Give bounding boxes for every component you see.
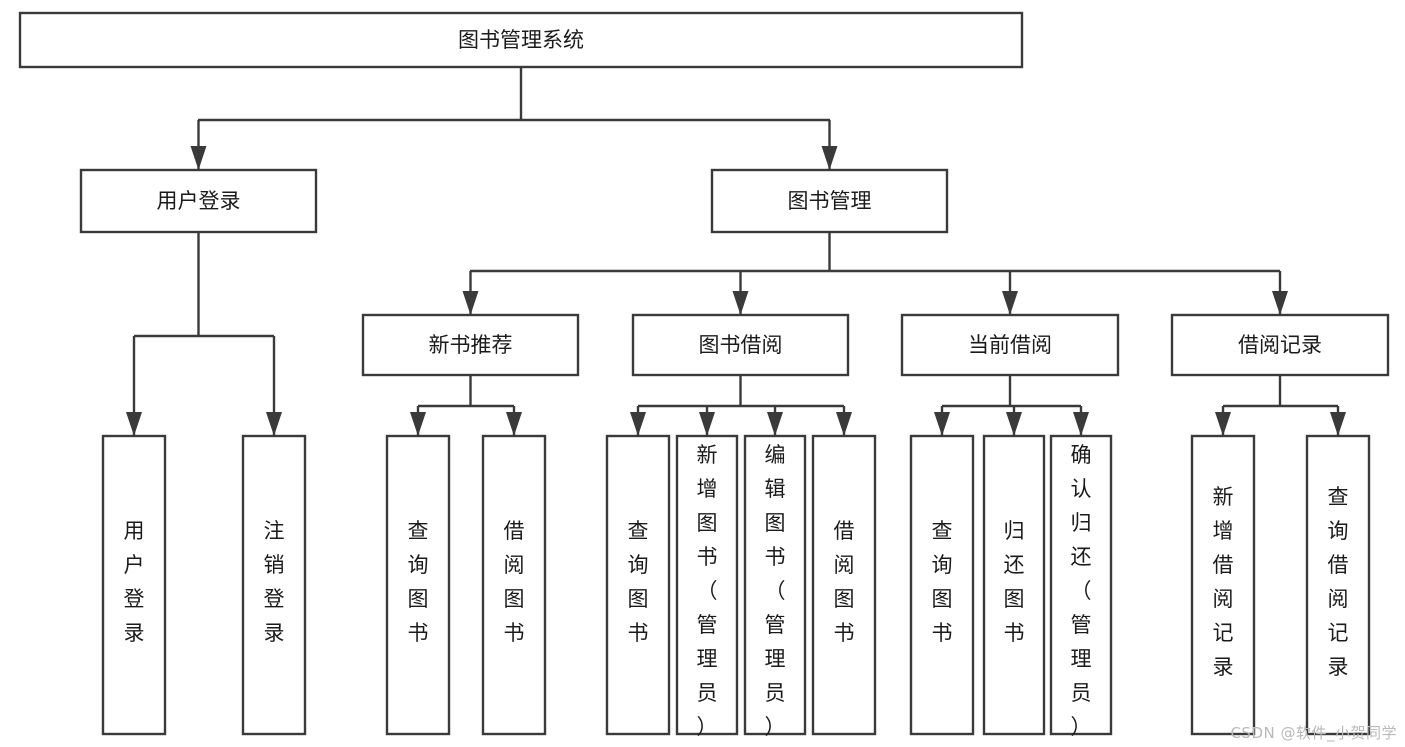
arrow-l1_b-l2_d [1272, 291, 1288, 315]
arrow-l2_a-leaf_3 [410, 412, 426, 436]
node-l1_a[interactable]: 用户登录 [79, 168, 318, 234]
arrow-l1_a-leaf_2 [266, 412, 282, 436]
arrow-l2_d-leaf_13 [1330, 412, 1346, 436]
arrow-l1_b-l2_b [732, 291, 749, 315]
node-box-leaf_7 [743, 434, 807, 736]
node-l2_c[interactable]: 当前借阅 [900, 313, 1120, 377]
node-leaf_8[interactable]: 借阅图书 [811, 434, 877, 736]
node-box-leaf_9 [909, 434, 975, 736]
node-leaf_13[interactable]: 查询借阅记录 [1305, 434, 1371, 736]
arrow-l2_b-leaf_7 [767, 412, 783, 436]
node-box-leaf_6 [675, 434, 739, 736]
node-leaf_6[interactable]: 新增图书（管理员） [675, 434, 739, 739]
node-root[interactable]: 图书管理系统 [18, 11, 1024, 69]
node-leaf_7[interactable]: 编辑图书（管理员） [743, 434, 807, 739]
node-box-leaf_10 [982, 434, 1046, 736]
node-leaf_4[interactable]: 借阅图书 [481, 434, 547, 736]
node-label-leaf_10: 归还图书 [1004, 519, 1025, 645]
node-box-l2_c [900, 313, 1120, 377]
arrow-l2_b-leaf_8 [836, 412, 852, 436]
node-box-leaf_13 [1305, 434, 1371, 736]
node-leaf_1[interactable]: 用户登录 [101, 434, 167, 736]
node-leaf_11[interactable]: 确认归还（管理员） [1049, 434, 1113, 739]
node-box-leaf_12 [1190, 434, 1256, 736]
node-label-l1_a: 用户登录 [157, 189, 241, 213]
arrow-l2_a-leaf_4 [506, 412, 522, 436]
node-box-l1_a [79, 168, 318, 234]
node-label-leaf_8: 借阅图书 [834, 519, 855, 645]
node-label-leaf_2: 注销登录 [264, 519, 285, 645]
node-leaf_9[interactable]: 查询图书 [909, 434, 975, 736]
node-box-leaf_1 [101, 434, 167, 736]
node-l2_d[interactable]: 借阅记录 [1170, 313, 1390, 377]
node-label-leaf_1: 用户登录 [124, 519, 145, 645]
node-label-leaf_12: 新增借阅记录 [1213, 485, 1234, 679]
node-l2_a[interactable]: 新书推荐 [361, 313, 580, 377]
arrow-l1_b-l2_a [462, 291, 479, 315]
node-leaf_5[interactable]: 查询图书 [605, 434, 671, 736]
node-label-l2_c: 当前借阅 [968, 333, 1052, 357]
arrow-l2_c-leaf_11 [1073, 412, 1089, 436]
node-box-l2_d [1170, 313, 1390, 377]
node-label-leaf_11: 确认归还（管理员） [1071, 443, 1092, 739]
node-box-l2_b [631, 313, 850, 377]
node-leaf_2[interactable]: 注销登录 [241, 434, 307, 736]
node-label-root: 图书管理系统 [458, 28, 584, 52]
node-label-leaf_13: 查询借阅记录 [1328, 485, 1349, 679]
node-l2_b[interactable]: 图书借阅 [631, 313, 850, 377]
node-label-leaf_4: 借阅图书 [504, 519, 525, 645]
arrow-l2_c-leaf_9 [934, 412, 950, 436]
node-box-l1_b [710, 168, 949, 234]
node-box-leaf_4 [481, 434, 547, 736]
node-leaf_10[interactable]: 归还图书 [982, 434, 1046, 736]
node-label-l2_b: 图书借阅 [699, 333, 783, 357]
node-label-leaf_7: 编辑图书（管理员） [765, 443, 786, 739]
node-label-l2_d: 借阅记录 [1238, 333, 1322, 357]
arrow-l2_b-leaf_5 [630, 412, 646, 436]
node-label-leaf_9: 查询图书 [932, 519, 953, 645]
node-box-leaf_11 [1049, 434, 1113, 736]
connector-layer [126, 67, 1346, 436]
node-label-l1_b: 图书管理 [788, 189, 872, 213]
node-box-l2_a [361, 313, 580, 377]
arrow-l1_a-leaf_1 [126, 412, 142, 436]
arrow-l2_d-leaf_12 [1215, 412, 1231, 436]
node-leaf_3[interactable]: 查询图书 [385, 434, 451, 736]
node-box-leaf_5 [605, 434, 671, 736]
arrow-l2_b-leaf_6 [699, 412, 715, 436]
node-leaf_12[interactable]: 新增借阅记录 [1190, 434, 1256, 736]
node-label-leaf_6: 新增图书（管理员） [697, 443, 718, 739]
node-l1_b[interactable]: 图书管理 [710, 168, 949, 234]
arrow-root-l1_a [190, 146, 207, 170]
node-label-l2_a: 新书推荐 [429, 333, 513, 357]
node-layer: 图书管理系统用户登录图书管理新书推荐图书借阅当前借阅借阅记录用户登录注销登录查询… [18, 11, 1390, 739]
node-box-leaf_2 [241, 434, 307, 736]
arrow-root-l1_b [821, 146, 838, 170]
node-box-root [18, 11, 1024, 69]
arrow-l1_b-l2_c [1002, 291, 1018, 315]
node-label-leaf_5: 查询图书 [628, 519, 649, 645]
node-label-leaf_3: 查询图书 [408, 519, 429, 645]
node-box-leaf_3 [385, 434, 451, 736]
arrow-l2_c-leaf_10 [1006, 412, 1022, 436]
node-box-leaf_8 [811, 434, 877, 736]
watermark-label: CSDN @软件_小贺同学 [1230, 724, 1397, 742]
